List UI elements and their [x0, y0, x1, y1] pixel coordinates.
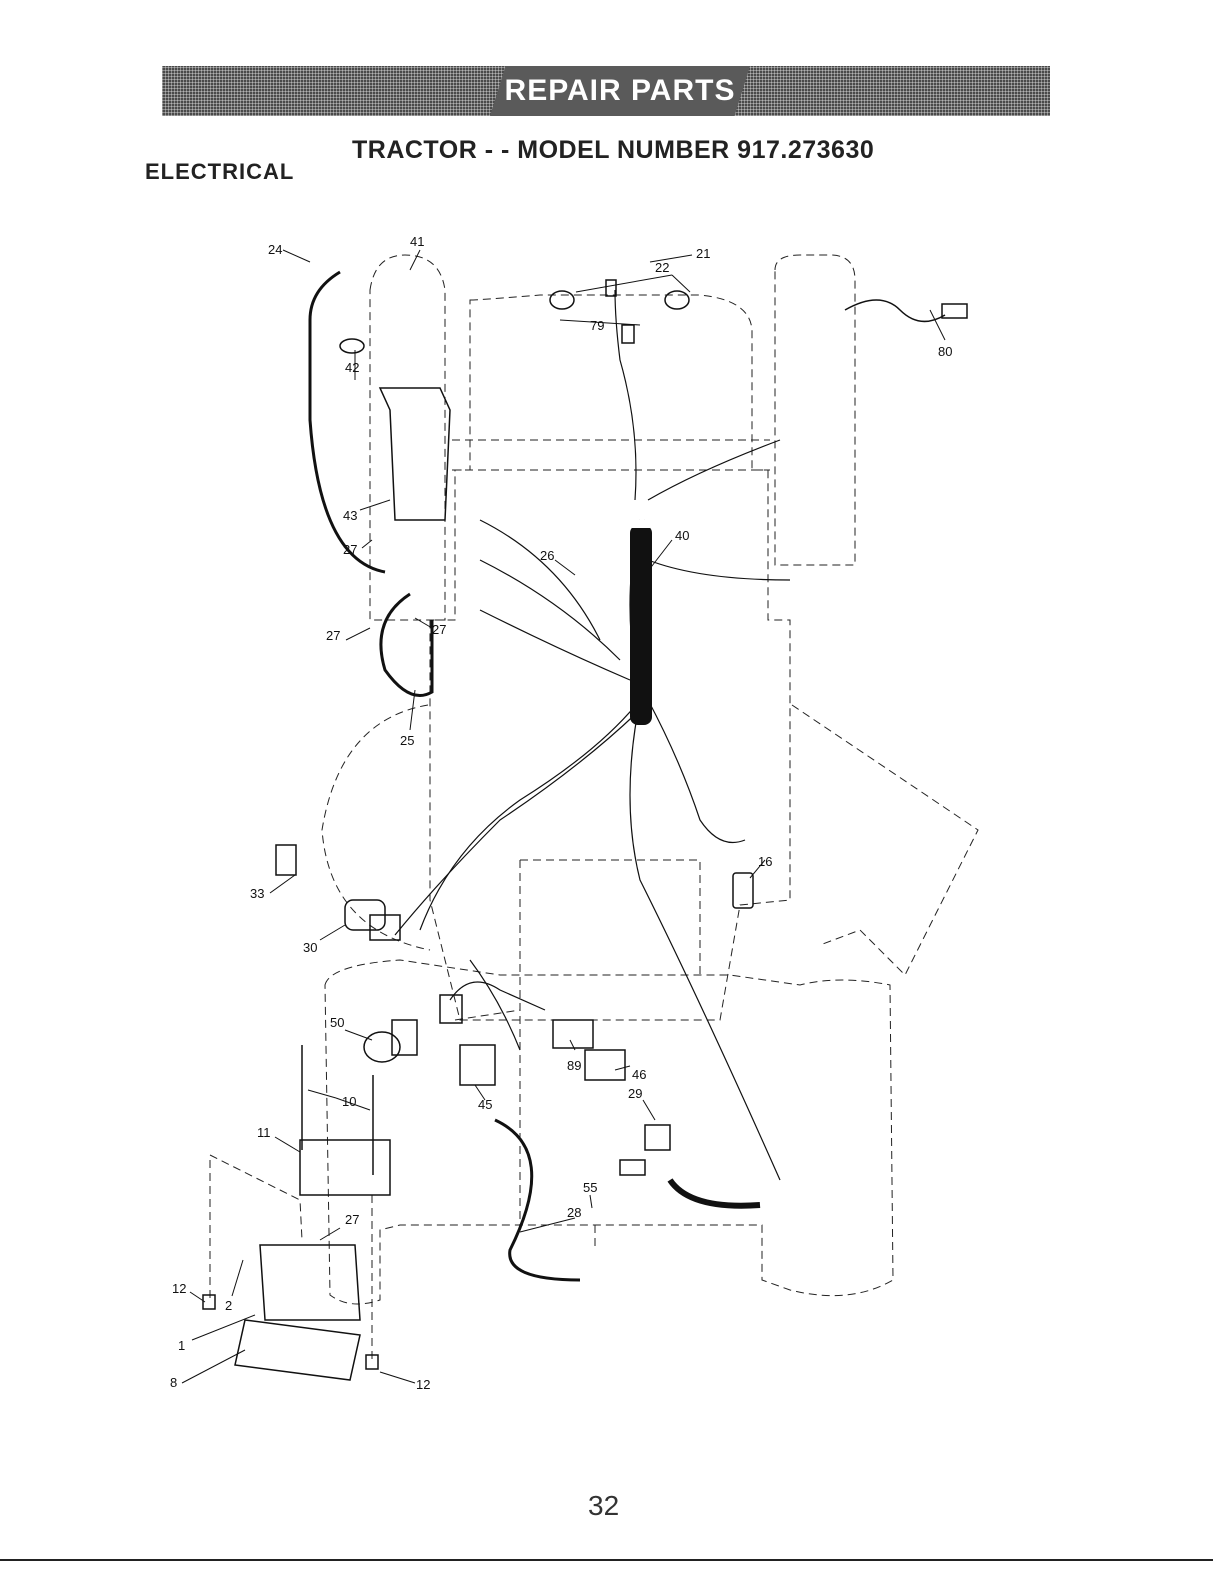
callout-40: 40 [675, 528, 689, 543]
callout-24: 24 [268, 242, 282, 257]
callout-12-right: 12 [416, 1377, 430, 1392]
callout-27-a: 27 [343, 542, 357, 557]
callout-1: 1 [178, 1338, 185, 1353]
bottom-rule [0, 1559, 1213, 1561]
callout-21: 21 [696, 246, 710, 261]
solenoid-part [380, 388, 450, 520]
relay-29-part [645, 1125, 670, 1150]
fuse-part [620, 1160, 645, 1175]
callout-10: 10 [342, 1094, 356, 1109]
key-33-part [276, 845, 296, 875]
battery-cable-coil [670, 1180, 760, 1206]
callout-2: 2 [225, 1298, 232, 1313]
callout-11: 11 [257, 1125, 271, 1140]
callout-26: 26 [540, 548, 554, 563]
ignition-connector-part [622, 325, 634, 343]
headlight-right-part [665, 291, 689, 309]
callout-46: 46 [632, 1067, 646, 1082]
callout-79: 79 [590, 318, 604, 333]
callout-8: 8 [170, 1375, 177, 1390]
boot-42-part [340, 339, 364, 353]
connector-80-part [942, 304, 967, 318]
callout-29: 29 [628, 1086, 642, 1101]
callout-27-c: 27 [432, 622, 446, 637]
page-number: 32 [588, 1490, 619, 1522]
parts [203, 280, 967, 1380]
callout-leaders [182, 250, 945, 1383]
battery-hold-down-part [300, 1140, 390, 1195]
callout-25: 25 [400, 733, 414, 748]
connector-16-part [733, 873, 753, 908]
callout-55: 55 [583, 1180, 597, 1195]
callout-labels: 22 79 21 80 41 42 24 43 27 40 26 27 27 2… [170, 234, 952, 1392]
callout-89: 89 [567, 1058, 581, 1073]
callout-28: 28 [567, 1205, 581, 1220]
callout-27-b: 27 [326, 628, 340, 643]
callout-16: 16 [758, 854, 772, 869]
battery-part [260, 1245, 360, 1320]
switch-50-part [364, 1032, 400, 1062]
battery-tray-part [235, 1320, 360, 1380]
callout-33: 33 [250, 886, 264, 901]
wire-loom-40 [630, 520, 652, 725]
callout-43: 43 [343, 508, 357, 523]
callout-50: 50 [330, 1015, 344, 1030]
callout-80: 80 [938, 344, 952, 359]
fuse-block-45-part [460, 1045, 495, 1085]
callout-27-d: 27 [345, 1212, 359, 1227]
callout-45: 45 [478, 1097, 492, 1112]
callout-22: 22 [655, 260, 669, 275]
headlight-left-part [550, 291, 574, 309]
callout-42: 42 [345, 360, 359, 375]
callout-30: 30 [303, 940, 317, 955]
bezel-89-part [553, 1020, 593, 1048]
hour-meter-46-part [585, 1050, 625, 1080]
callout-41: 41 [410, 234, 424, 249]
callout-12-left: 12 [172, 1281, 186, 1296]
